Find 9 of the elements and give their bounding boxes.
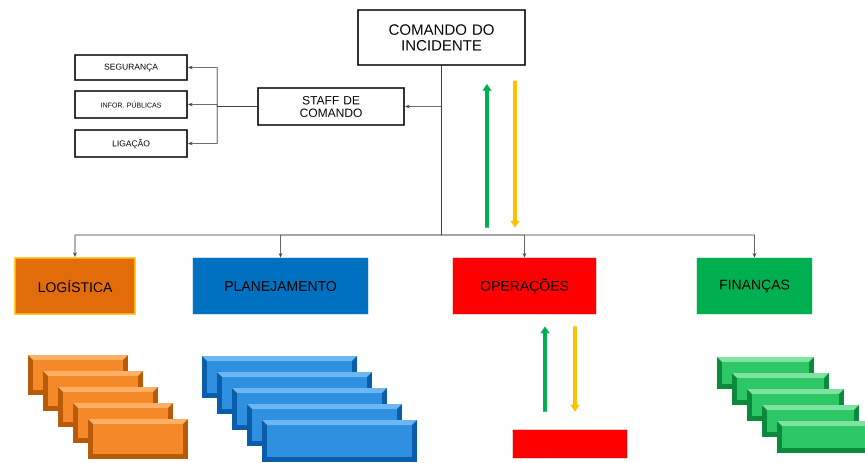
section-box: OPERAÇÕES: [452, 258, 596, 314]
section-box: FINANÇAS: [696, 258, 812, 314]
staff-role-box: LIGAÇÃO: [74, 129, 188, 158]
section-box: PLANEJAMENTO: [192, 258, 368, 314]
unit-box: [512, 430, 628, 458]
command-box: COMANDO DO INCIDENTE: [357, 9, 526, 66]
staff-role-box: SEGURANÇA: [74, 54, 188, 81]
staff-box: STAFF DE COMANDO: [257, 87, 405, 126]
section-box: LOGÍSTICA: [14, 257, 136, 315]
